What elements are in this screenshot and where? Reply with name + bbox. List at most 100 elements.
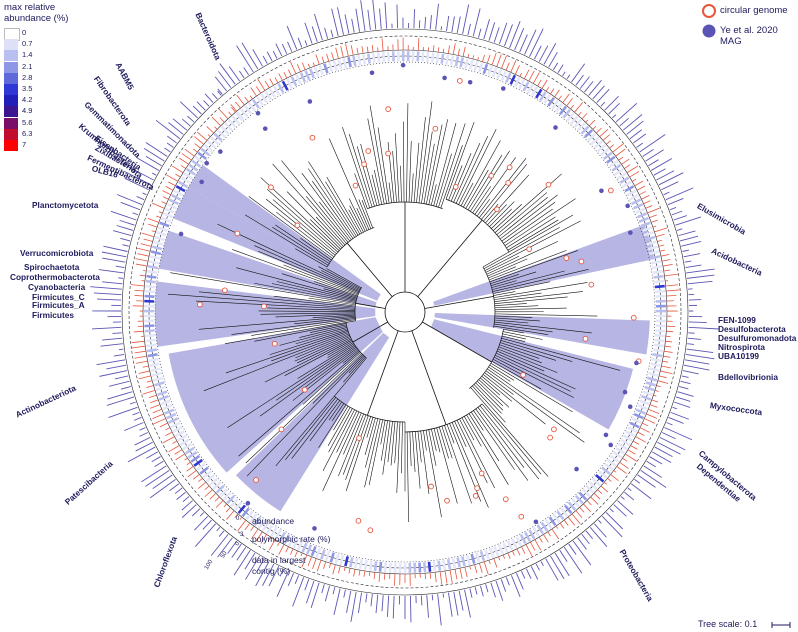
circular-genome-marker: [578, 258, 585, 265]
tree-leaf-branch: [445, 121, 475, 200]
scale-label: 6.3: [22, 128, 33, 138]
tree-leaf-branch: [325, 181, 359, 236]
abundance-bar: [120, 386, 132, 390]
tree-leaf-branch: [425, 430, 442, 518]
heat-cell: [555, 102, 564, 113]
heat-cell: [530, 86, 539, 97]
polymorphic-bar: [649, 404, 658, 408]
polymorphic-bar: [296, 64, 301, 72]
tree-leaf-branch: [475, 382, 504, 411]
tree-leaf-branch: [412, 431, 416, 472]
abundance-bar: [563, 546, 583, 574]
abundance-bar: [663, 191, 670, 196]
circular-genome-marker: [582, 335, 589, 342]
abundance-bar: [151, 456, 161, 463]
polymorphic-bar: [134, 350, 147, 354]
polymorphic-bar: [225, 507, 231, 513]
tree-branches: [167, 101, 621, 522]
abundance-bar: [469, 588, 473, 598]
abundance-bar: [102, 337, 123, 341]
abundance-bar: [429, 15, 432, 30]
abundance-bar: [199, 512, 205, 517]
tree-leaf-branch: [494, 291, 583, 302]
abundance-bar: [605, 512, 624, 530]
abundance-bar: [90, 286, 122, 290]
polymorphic-bar: [290, 61, 297, 74]
heat-cell: [179, 438, 190, 446]
tree-leaf-branch: [272, 199, 337, 254]
phylum-label-firmicutes-a: Firmicutes_A: [32, 300, 85, 310]
tree-arc: [326, 227, 375, 268]
tree-leaf-branch: [459, 418, 496, 489]
clade-highlight-wedge: [430, 319, 634, 430]
polymorphic-bar: [603, 481, 607, 485]
tree-leaf-branch: [281, 160, 349, 243]
polymorphic-bar: [447, 45, 451, 54]
polymorphic-bar: [657, 239, 663, 242]
polymorphic-bar: [627, 449, 636, 455]
heat-cell: [622, 434, 633, 442]
tree-arc: [345, 322, 367, 359]
abundance-bar: [490, 582, 496, 598]
tree-leaf-branch: [498, 346, 542, 364]
polymorphic-bar: [589, 119, 596, 127]
abundance-bar: [448, 592, 453, 617]
ye-mag-marker-icon: [702, 24, 716, 38]
tree-leaf-branch: [236, 267, 357, 300]
polymorphic-bar: [316, 560, 322, 572]
tree-leaf-branch: [199, 291, 356, 308]
phylum-label-desulfuromonadota: Desulfuromonadota: [718, 333, 797, 343]
heat-cell: [609, 454, 620, 463]
tree-leaf-branch: [473, 384, 502, 414]
heat-cell: [475, 552, 481, 563]
heat-cell: [162, 212, 174, 219]
abundance-bar: [110, 210, 137, 221]
polymorphic-bar: [482, 54, 485, 62]
abundance-bar: [687, 280, 713, 285]
heat-cell: [654, 279, 665, 284]
heat-cell: [277, 83, 285, 94]
tree-leaf-branch: [279, 327, 348, 346]
polymorphic-bar: [249, 95, 253, 100]
abundance-bar: [98, 269, 124, 274]
heat-cell: [547, 96, 556, 107]
tree-leaf-branch: [275, 357, 367, 467]
polymorphic-bar: [528, 70, 535, 82]
abundance-bar: [581, 533, 590, 545]
abundance-bar: [106, 396, 135, 406]
polymorphic-bar: [602, 134, 611, 141]
polymorphic-bar: [141, 232, 155, 238]
abundance-bar: [629, 129, 642, 140]
abundance-bar: [108, 406, 138, 418]
abundance-bar: [585, 530, 594, 540]
heat-cell: [578, 491, 588, 501]
heat-cell: [479, 550, 486, 562]
abundance-bar: [168, 122, 184, 135]
ye-mag-marker: [599, 188, 604, 194]
abundance-bar: [217, 90, 222, 96]
tree-leaf-branch: [406, 431, 409, 522]
polymorphic-bar: [581, 113, 588, 120]
polymorphic-bar: [634, 180, 644, 187]
polymorphic-bar: [288, 69, 292, 77]
ye-mag-marker: [627, 404, 633, 409]
abundance-bar: [566, 74, 571, 80]
abundance-bar: [139, 432, 149, 437]
abundance-bar: [624, 491, 635, 501]
abundance-bar: [410, 595, 412, 623]
abundance-bar: [119, 219, 135, 226]
polymorphic-bar: [585, 119, 589, 123]
abundance-bar: [630, 483, 652, 500]
abundance-bar: [181, 504, 197, 518]
tree-trunk: [355, 302, 386, 309]
heat-cell: [188, 163, 199, 172]
tree-leaf-branch: [451, 422, 489, 508]
tree-leaf-branch: [245, 214, 329, 266]
ye-mag-marker: [622, 389, 628, 395]
tree-leaf-branch: [464, 416, 482, 447]
tree-leaf-branch: [503, 329, 524, 334]
abundance-bar: [134, 436, 151, 446]
ye-mag-marker: [369, 70, 375, 76]
abundance-bar: [360, 0, 366, 31]
ye-mag-marker: [262, 126, 268, 131]
